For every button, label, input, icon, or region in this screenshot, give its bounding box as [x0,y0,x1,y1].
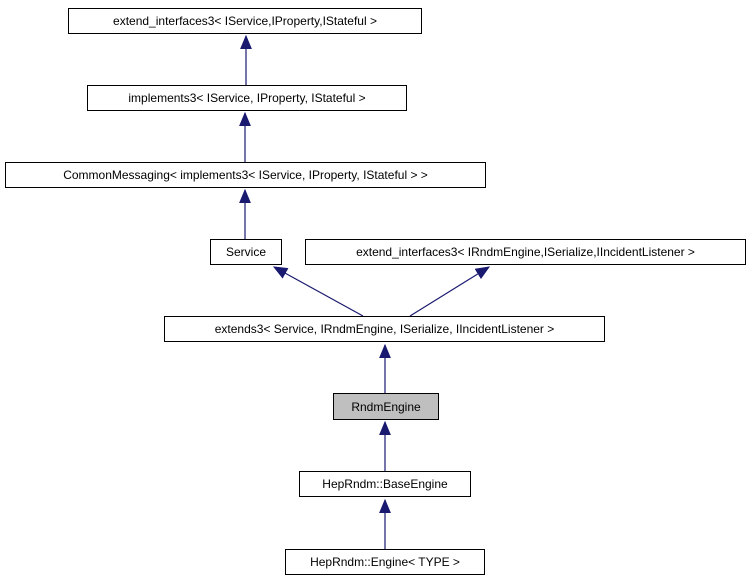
node-extend-interfaces3-iservice[interactable]: extend_interfaces3< IService,IProperty,I… [68,8,422,34]
node-commonmessaging[interactable]: CommonMessaging< implements3< IService, … [5,162,486,188]
node-service[interactable]: Service [210,239,282,265]
node-implements3[interactable]: implements3< IService, IProperty, IState… [87,85,407,111]
node-extend-interfaces3-irndmengine[interactable]: extend_interfaces3< IRndmEngine,ISeriali… [305,239,746,265]
node-heprndm-baseengine[interactable]: HepRndm::BaseEngine [299,471,471,497]
edge-extends3-to-extend-interfaces3-right [409,266,491,317]
edge-extends3-to-service [272,266,364,317]
node-rndmengine-current: RndmEngine [333,393,439,420]
node-extends3[interactable]: extends3< Service, IRndmEngine, ISeriali… [164,316,605,342]
node-heprndm-engine-type[interactable]: HepRndm::Engine< TYPE > [285,549,485,575]
